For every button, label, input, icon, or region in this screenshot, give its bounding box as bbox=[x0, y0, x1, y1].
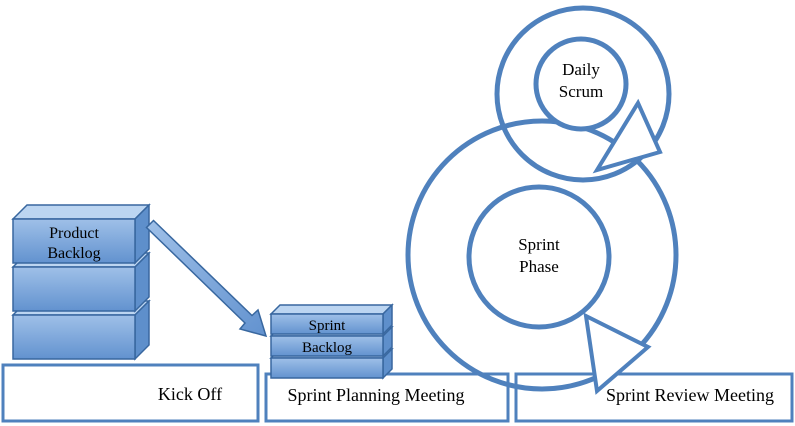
sprint-review-label: Sprint Review Meeting bbox=[606, 385, 774, 405]
product-backlog-label-line2: Backlog bbox=[47, 245, 100, 262]
sprint-backlog-label-line2: Backlog bbox=[302, 340, 352, 356]
daily-scrum-arrowhead-icon bbox=[592, 98, 663, 174]
product-backlog-stack: Product Backlog bbox=[11, 203, 151, 361]
box-front-face bbox=[270, 357, 384, 379]
sprint-backlog-stack: Backlog Sprint bbox=[269, 303, 394, 380]
daily-scrum-label-line1: Daily bbox=[562, 60, 600, 79]
product-to-sprint-arrow-icon bbox=[145, 219, 268, 338]
daily-scrum-label-line2: Scrum bbox=[559, 82, 603, 101]
sprint-phase-label-line1: Sprint bbox=[518, 235, 560, 254]
sprint-backlog-label-line1: Sprint bbox=[309, 318, 347, 334]
sprint-phase-node: Sprint Phase bbox=[518, 235, 560, 276]
sprint-backlog-box-1: Sprint bbox=[269, 303, 394, 336]
sprint-review-rect bbox=[514, 372, 794, 423]
box-front-face bbox=[270, 313, 384, 335]
daily-scrum-inner-circle bbox=[533, 36, 629, 132]
product-backlog-label-line1: Product bbox=[49, 225, 99, 242]
box-top-face bbox=[269, 304, 394, 315]
product-backlog-box-1: Product Backlog bbox=[11, 203, 151, 265]
sprint-planning-rect bbox=[264, 372, 510, 423]
sprint-phase-inner-circle bbox=[466, 184, 612, 330]
sprint-planning-label: Sprint Planning Meeting bbox=[288, 385, 465, 405]
box-front-face bbox=[12, 218, 136, 264]
daily-scrum-outer-ring bbox=[494, 5, 672, 183]
box-front-face bbox=[12, 266, 136, 312]
box-top-face bbox=[11, 204, 151, 220]
sprint-phase-outer-ring bbox=[405, 118, 679, 392]
kick-off-stage: Kick Off bbox=[1, 363, 260, 423]
box-front-face bbox=[270, 335, 384, 357]
sprint-phase-label-line2: Phase bbox=[519, 257, 559, 276]
daily-scrum-node: Daily Scrum bbox=[559, 60, 603, 101]
kick-off-rect bbox=[1, 363, 260, 423]
box-front-face bbox=[12, 314, 136, 360]
sprint-phase-arrowhead-icon bbox=[583, 312, 652, 395]
sprint-planning-stage: Sprint Planning Meeting bbox=[264, 372, 510, 423]
kick-off-label: Kick Off bbox=[158, 384, 222, 404]
sprint-review-stage: Sprint Review Meeting bbox=[514, 372, 794, 423]
